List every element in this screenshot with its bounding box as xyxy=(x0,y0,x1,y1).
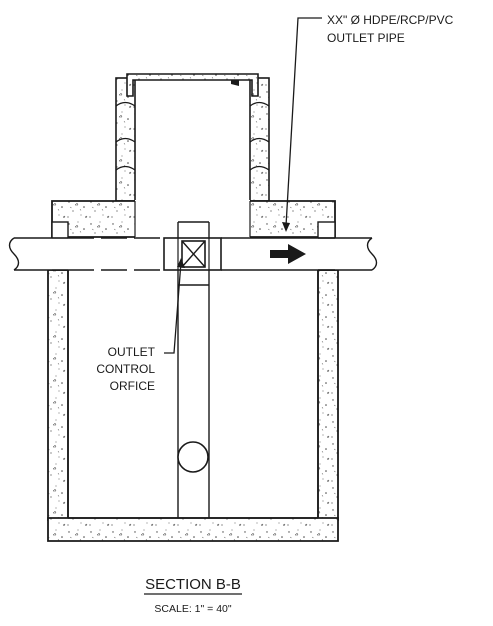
riser-lid xyxy=(126,73,259,97)
control-label-line2: CONTROL xyxy=(96,362,155,376)
leader-outlet-pipe xyxy=(285,17,322,227)
scale-note: SCALE: 1" = 40" xyxy=(154,603,231,615)
box-wall-right xyxy=(317,269,339,521)
slab-opening xyxy=(135,200,250,238)
control-label-line3: ORFICE xyxy=(110,379,155,393)
outlet-pipe-label-line2: OUTLET PIPE xyxy=(327,31,405,45)
box-floor xyxy=(47,517,339,542)
section-title: SECTION B-B xyxy=(145,576,241,593)
bottom-orifice xyxy=(177,441,209,473)
control-label-line1: OUTLET xyxy=(108,345,156,359)
leader-control-orifice xyxy=(164,261,182,354)
pipe-break-right xyxy=(366,237,378,271)
lid-handle xyxy=(231,80,239,86)
leader-arrowhead xyxy=(282,222,290,232)
box-wall-left xyxy=(47,269,69,521)
leader-control-arrowhead xyxy=(177,258,185,268)
outlet-pipe-label-line1: XX" Ø HDPE/RCP/PVC xyxy=(327,13,454,27)
riser-joints xyxy=(115,101,270,171)
pipe-break-left xyxy=(8,237,20,271)
flow-arrow-icon xyxy=(270,244,306,264)
